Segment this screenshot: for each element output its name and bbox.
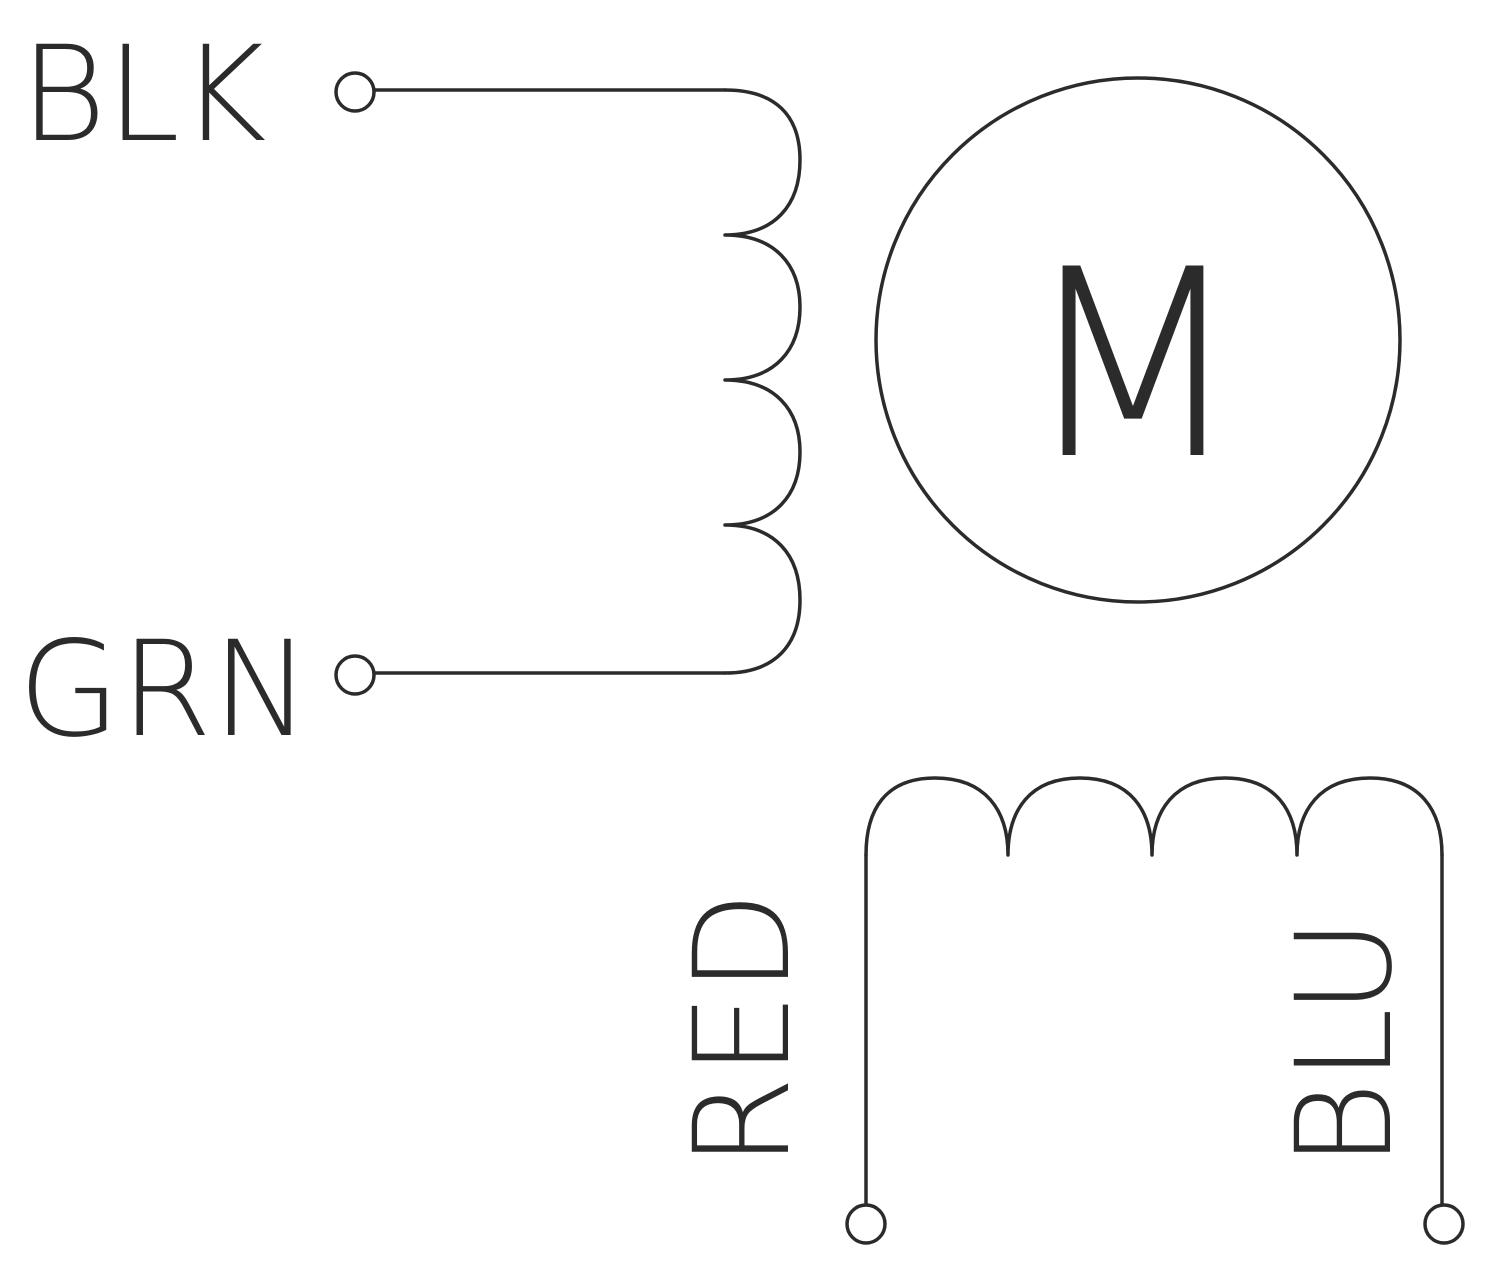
terminal-blu <box>1423 1203 1465 1245</box>
motor-symbol <box>874 76 1402 604</box>
terminal-blk <box>334 71 376 113</box>
lead-label-grn: GRN <box>18 613 311 767</box>
lead-label-blk: BLK <box>20 18 267 172</box>
terminal-red <box>845 1203 887 1245</box>
motor-label: M <box>1021 215 1245 517</box>
lead-label-blu: BLU <box>1268 918 1422 1168</box>
winding-a-coil <box>723 88 802 675</box>
winding-b-coil <box>864 776 1444 857</box>
lead-label-red: RED <box>666 891 820 1168</box>
terminal-grn <box>334 654 376 696</box>
